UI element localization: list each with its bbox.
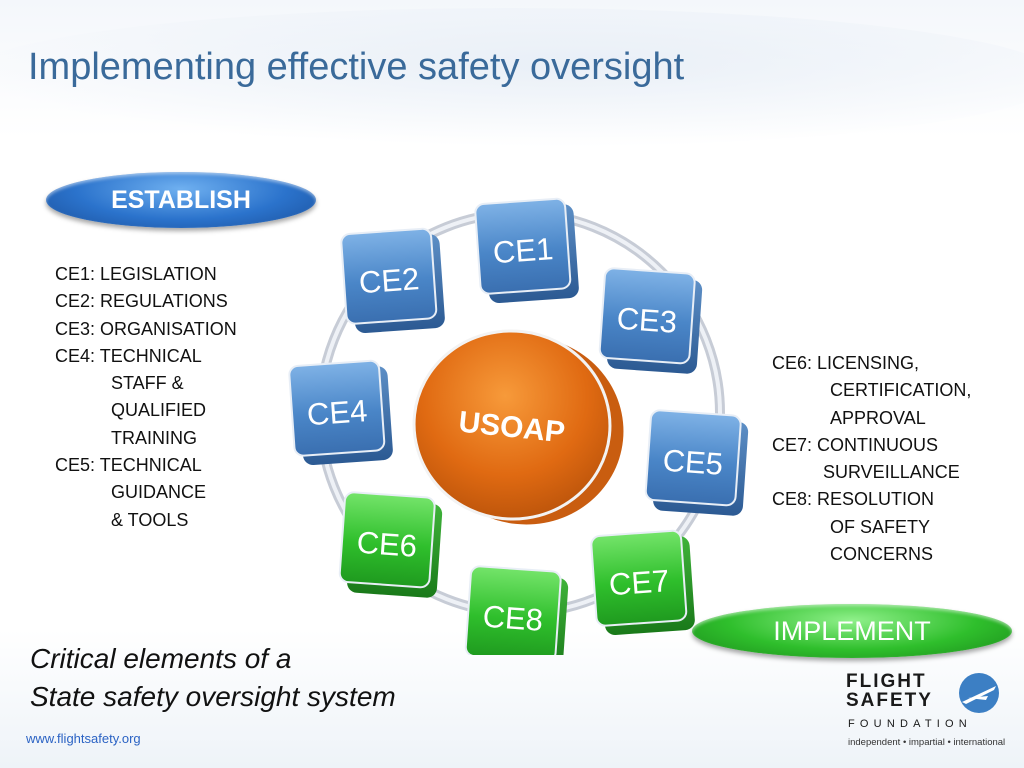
list-item-continuation: CERTIFICATION, [830, 380, 972, 401]
logo-line-3: FOUNDATION [848, 718, 972, 730]
flight-safety-foundation-logo: FLIGHT SAFETY FOUNDATION independent • i… [846, 672, 1006, 752]
ce-block-4: CE4 [288, 359, 393, 465]
background-swoosh [0, 8, 1024, 148]
ce-block-label: CE4 [306, 393, 369, 432]
ce-block-label: CE8 [482, 599, 545, 638]
ce-block-3: CE3 [598, 267, 703, 374]
list-item-continuation: OF SAFETY [830, 516, 931, 537]
list-item: CE6: LICENSING, [772, 353, 920, 373]
logo-tagline: independent • impartial • international [848, 737, 1006, 748]
list-item: CE2: REGULATIONS [55, 291, 228, 312]
ce-block-1: CE1 [474, 197, 579, 303]
ce-block-face [338, 491, 436, 589]
logo-line-1: FLIGHT [846, 671, 927, 692]
list-item-continuation: CONCERNS [830, 544, 934, 565]
logo-line-2: SAFETY [846, 690, 933, 711]
ce-block-face [474, 197, 572, 295]
establish-badge: ESTABLISH [46, 172, 316, 228]
usoap-disc [412, 329, 612, 521]
ce-block-5: CE5 [644, 409, 749, 516]
ce-block-face [288, 359, 386, 457]
list-item: CE3: ORGANISATION [55, 318, 237, 339]
usoap-center: USOAP [412, 329, 624, 525]
list-item: CE4: TECHNICAL [55, 345, 202, 366]
caption-line-2: State safety oversight system [30, 681, 396, 712]
establish-list: CE1: LEGISLATION CE2: REGULATIONS CE3: ORG… [55, 261, 237, 534]
list-item-continuation: STAFF & [111, 373, 184, 394]
ce-block-label: CE3 [616, 301, 679, 340]
ce-block-7: CE7 [590, 529, 695, 635]
ce-block-6: CE6 [338, 491, 443, 598]
logo-airplane-icon [959, 673, 999, 713]
website-link[interactable]: www.flightsafety.org [26, 731, 141, 746]
ce-block-face [590, 529, 688, 627]
ce-block-face [644, 409, 742, 507]
list-item-continuation: QUALIFIED [111, 400, 207, 421]
implement-badge: IMPLEMENT [692, 604, 1012, 658]
ce-block-label: CE2 [358, 261, 421, 300]
ce-block-face [340, 227, 438, 325]
ce-block-label: CE1 [492, 231, 555, 270]
ce-block-8: CE8 [464, 565, 569, 655]
ce-block-face [464, 565, 562, 655]
list-item-continuation: SURVEILLANCE [823, 462, 960, 483]
list-item-continuation: GUIDANCE [111, 482, 207, 503]
ce-block-2: CE2 [340, 227, 445, 333]
list-item-continuation: & TOOLS [111, 509, 189, 530]
list-item-continuation: TRAINING [111, 427, 198, 448]
ce-block-label: CE7 [608, 563, 671, 602]
page-title: Implementing effective safety oversight [28, 46, 685, 88]
list-item: CE8: RESOLUTION [772, 489, 935, 510]
list-item: CE5: TECHNICAL [55, 455, 202, 476]
caption-line-1: Critical elements of a [30, 643, 292, 674]
list-item: CE1: LEGISLATION [55, 264, 217, 284]
ce-block-face [598, 267, 696, 365]
implement-list: CE6: LICENSING, CERTIFICATION, APPROVAL CE7… [772, 350, 971, 568]
ce-block-label: CE6 [356, 525, 419, 564]
list-item: CE7: CONTINUOUS [772, 434, 939, 455]
list-item-continuation: APPROVAL [830, 407, 926, 428]
slide-caption: Critical elements of a State safety over… [30, 640, 396, 716]
ce-block-label: CE5 [662, 443, 725, 482]
